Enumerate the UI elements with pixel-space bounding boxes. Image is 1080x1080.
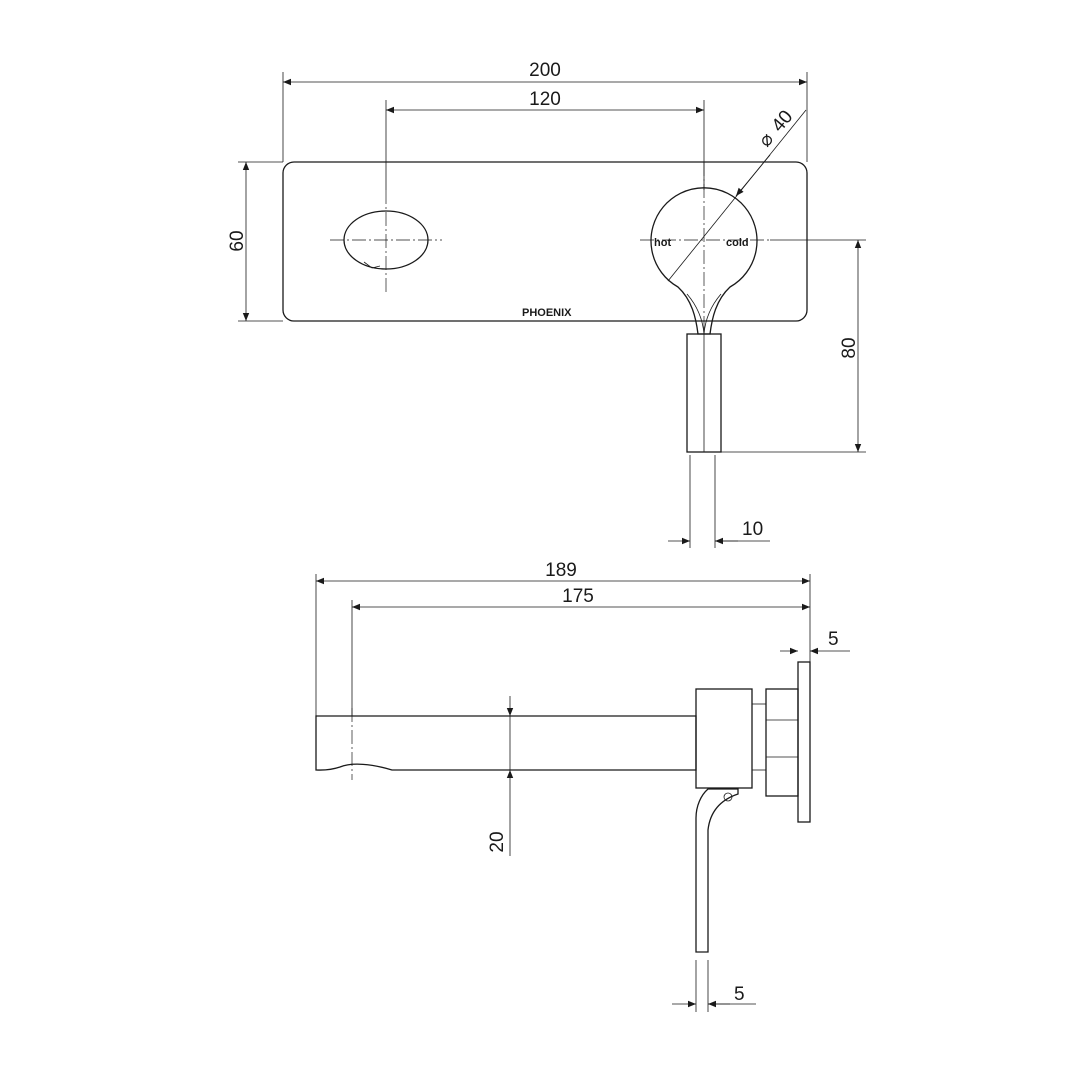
dim-diameter: 40 [768,107,798,137]
mixer-valve-collar [765,688,799,797]
dim-spout-height: 20 [487,831,508,852]
brand-logo-text: PHOENIX [522,307,572,319]
dim-handle-width: 10 [742,519,763,540]
side-view: 189 175 5 20 5 [315,560,850,1012]
dim-overall-length: 189 [545,560,577,581]
dim-spout-reach: 175 [562,586,594,607]
hot-label: hot [654,237,671,249]
dim-handle-drop: 80 [839,337,860,358]
wall-plate-side [797,661,811,823]
mixer-body [695,688,753,789]
spout-body [315,715,697,771]
wall-plate [282,161,808,322]
spout-outlet-mark [363,261,381,269]
dim-height: 60 [227,230,248,251]
cold-label: cold [726,237,749,249]
dim-plate-thickness: 5 [828,629,839,650]
dim-diameter-symbol: ⌀ [755,129,778,151]
side-lever [695,788,739,953]
dim-center-spacing: 120 [529,89,561,110]
front-view: hot cold PHOENIX 200 120 ⌀ 40 60 80 [227,60,866,548]
dim-lever-thickness: 5 [734,984,745,1005]
dim-width: 200 [529,60,561,81]
